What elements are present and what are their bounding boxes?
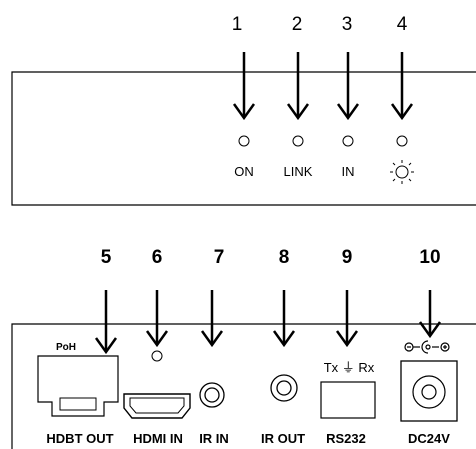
- arrow-9-head: [335, 330, 359, 348]
- arrow-3-head: [336, 103, 360, 121]
- arrow-4-head: [390, 103, 414, 121]
- port-label-hdmi-in: HDMI IN: [133, 431, 183, 446]
- rs232-terminal-icon: [320, 381, 376, 419]
- dc-polarity-icon: [404, 340, 450, 354]
- arrow-1-head: [232, 103, 256, 121]
- led-power-indicator: [396, 135, 408, 147]
- arrow-7-head: [200, 330, 224, 348]
- bottom-panel-outline: [11, 323, 476, 449]
- bottom-panel: 5 6 7 8 9 10 PoH: [11, 247, 476, 449]
- callout-1: 1: [232, 14, 243, 35]
- led-label-link: LINK: [284, 164, 313, 179]
- ir-out-jack-icon: [270, 374, 298, 402]
- port-label-dc24v: DC24V: [408, 431, 450, 446]
- port-label-ir-out: IR OUT: [261, 431, 305, 446]
- port-label-hdbt-out: HDBT OUT: [46, 431, 113, 446]
- top-panel: 1 2 3 4 ON LINK IN: [11, 14, 476, 206]
- arrow-8-head: [272, 330, 296, 348]
- arrow-2-head: [286, 103, 310, 121]
- arrow-5-head: [94, 337, 118, 355]
- led-label-on: ON: [234, 164, 254, 179]
- hdmi-led-indicator: [151, 350, 163, 362]
- dc-power-port-icon: [400, 360, 458, 422]
- callout-2: 2: [292, 14, 303, 35]
- port-label-rs232: RS232: [326, 431, 366, 446]
- callout-4: 4: [397, 14, 408, 35]
- arrow-10-head: [418, 321, 442, 339]
- rs232-pin-labels: Tx ⏚ Rx: [324, 360, 375, 375]
- callout-7: 7: [214, 247, 225, 268]
- led-in-indicator: [342, 135, 354, 147]
- ir-in-jack-icon: [199, 382, 225, 408]
- callout-6: 6: [152, 247, 163, 268]
- rj45-latch-icon: [59, 397, 97, 411]
- rj45-port-icon: [37, 355, 119, 417]
- port-label-ir-in: IR IN: [199, 431, 229, 446]
- led-link-indicator: [292, 135, 304, 147]
- hdmi-port-icon: [123, 393, 191, 419]
- poh-label: PoH: [56, 342, 76, 353]
- callout-5: 5: [101, 247, 112, 268]
- callout-10: 10: [419, 247, 440, 268]
- led-on-indicator: [238, 135, 250, 147]
- led-label-in: IN: [342, 164, 355, 179]
- callout-9: 9: [342, 247, 353, 268]
- sun-icon: [390, 160, 414, 184]
- callout-3: 3: [342, 14, 353, 35]
- arrow-6-head: [145, 330, 169, 348]
- callout-8: 8: [279, 247, 290, 268]
